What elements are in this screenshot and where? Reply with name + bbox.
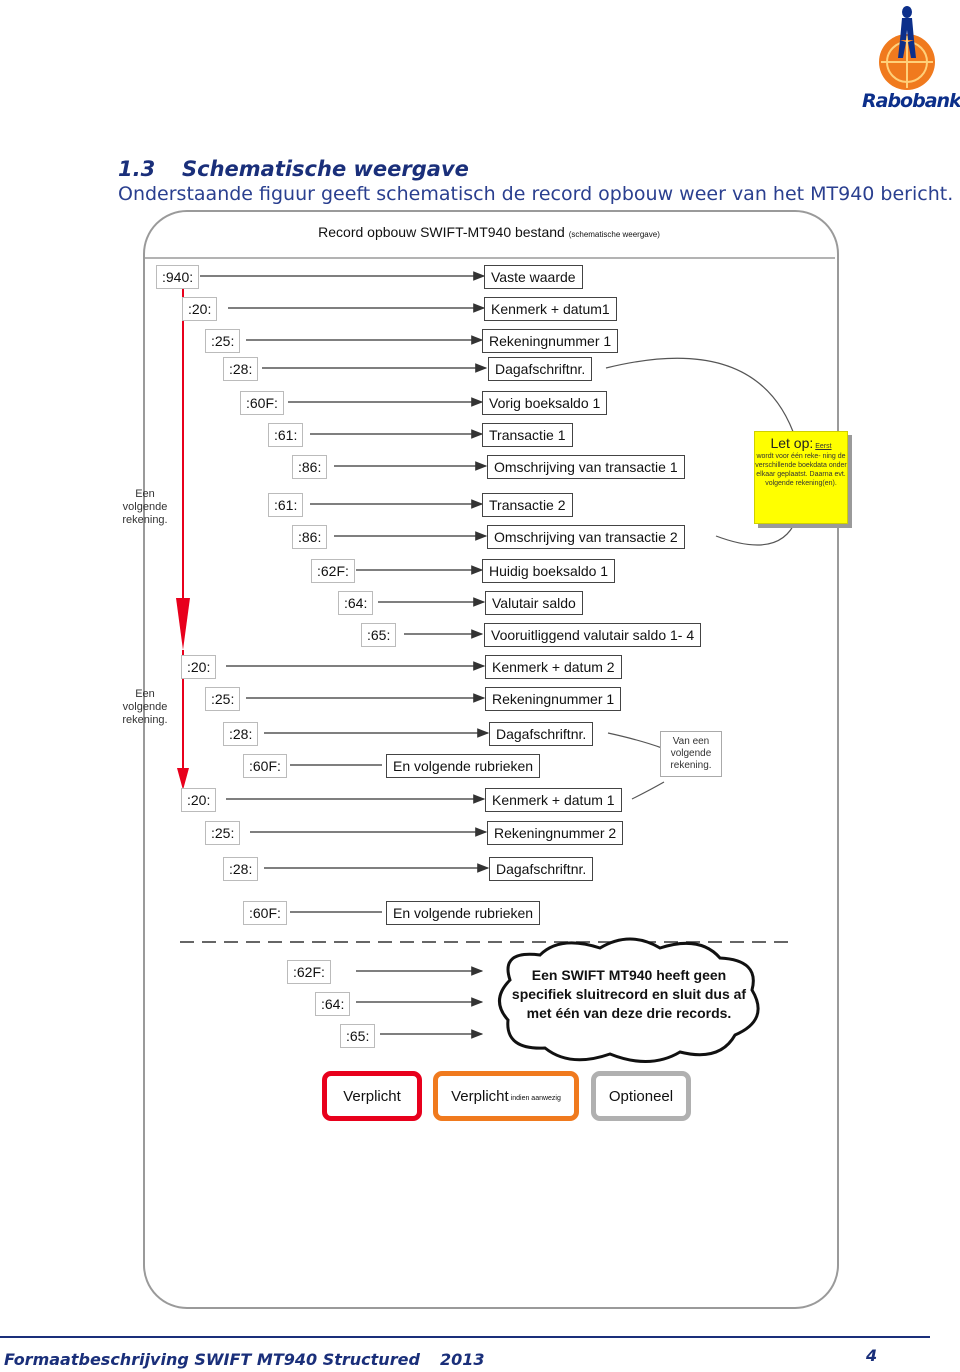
closing-tag-64: :64: [315, 992, 351, 1016]
tag-20: :20: [182, 297, 218, 321]
field-kenmerk-datum1: Kenmerk + datum1 [484, 297, 617, 321]
legend-conditional-note: indien aanwezig [510, 1095, 561, 1102]
field-kenmerk-datum2: Kenmerk + datum 2 [485, 655, 622, 679]
tag-28: :28: [223, 357, 259, 381]
section-number: 1.3 [118, 157, 156, 181]
tag-25: :25: [205, 329, 241, 353]
footer-rule [0, 1336, 930, 1338]
tag-61-second: :61: [268, 493, 304, 517]
tag-25-second: :25: [205, 687, 241, 711]
legend-optional-label: Optioneel [608, 1087, 674, 1105]
brand-name: Rabobank [862, 90, 960, 112]
tag-20-second: :20: [181, 655, 217, 679]
field-rekeningnummer-1: Rekeningnummer 1 [482, 329, 619, 353]
section-subtitle: Onderstaande figuur geeft schematisch de… [118, 183, 954, 205]
field-dagafschriftnr-third: Dagafschriftnr. [489, 857, 594, 881]
field-volgende-rubrieken-second: En volgende rubrieken [386, 901, 541, 925]
field-omschrijving-transactie-1: Omschrijving van transactie 1 [487, 455, 685, 479]
diagram-title-note: (schematische weergave) [568, 230, 660, 239]
footer-year: 2013 [440, 1350, 485, 1369]
legend-mandatory: Verplicht [322, 1071, 422, 1121]
tag-65: :65: [361, 623, 397, 647]
field-dagafschriftnr: Dagafschriftnr. [488, 357, 593, 381]
field-huidig-boeksaldo: Huidig boeksaldo 1 [482, 559, 616, 583]
tag-60f-third: :60F: [243, 901, 287, 925]
tag-28-third: :28: [223, 857, 259, 881]
tag-86-second: :86: [292, 525, 328, 549]
field-transactie-1: Transactie 1 [482, 423, 573, 447]
attention-note: Let op: Eerst wordt voor één reke- ning … [754, 431, 848, 524]
tag-25-third: :25: [205, 821, 241, 845]
legend-optional: Optioneel [591, 1071, 691, 1121]
section-title: Schematische weergave [182, 157, 469, 181]
rabobank-logo [879, 6, 935, 90]
field-vaste-waarde: Vaste waarde [484, 265, 583, 289]
closing-note: Een SWIFT MT940 heeft geen specifiek slu… [511, 967, 747, 1021]
field-omschrijving-transactie-2: Omschrijving van transactie 2 [487, 525, 685, 549]
section-heading: 1.3 Schematische weergave [118, 157, 469, 181]
field-vorig-boeksaldo: Vorig boeksaldo 1 [482, 391, 608, 415]
tag-20-third: :20: [181, 788, 217, 812]
note-next-account-second: Een volgende rekening. [122, 688, 168, 726]
diagram-title-text: Record opbouw SWIFT-MT940 bestand [318, 224, 565, 240]
attention-first: Eerst [815, 443, 832, 450]
note-next-account: Een volgende rekening. [122, 488, 168, 526]
page-number: 4 [866, 1346, 878, 1365]
tag-86: :86: [292, 455, 328, 479]
field-dagafschriftnr-second: Dagafschriftnr. [489, 722, 594, 746]
field-kenmerk-datum1-second: Kenmerk + datum 1 [485, 788, 622, 812]
tag-60f: :60F: [240, 391, 284, 415]
tag-62f: :62F: [311, 559, 355, 583]
field-rekeningnummer-2: Rekeningnummer 2 [487, 821, 624, 845]
closing-tag-62f: :62F: [287, 960, 331, 984]
field-valutair-saldo: Valutair saldo [485, 591, 583, 615]
tag-60f-second: :60F: [243, 754, 287, 778]
footer-title: Formaatbeschrijving SWIFT MT940 Structur… [4, 1350, 420, 1369]
field-volgende-rubrieken: En volgende rubrieken [386, 754, 541, 778]
field-transactie-2: Transactie 2 [482, 493, 573, 517]
tag-28-second: :28: [223, 722, 259, 746]
field-rekeningnummer-1-second: Rekeningnummer 1 [485, 687, 622, 711]
diagram-title: Record opbouw SWIFT-MT940 bestand (schem… [143, 224, 835, 240]
note-from-next-account: Van een volgende rekening. [660, 731, 722, 777]
attention-title: Let op: [770, 435, 814, 451]
tag-61: :61: [268, 423, 304, 447]
field-vooruitliggend-valutair-saldo: Vooruitliggend valutair saldo 1- 4 [484, 623, 702, 647]
legend-conditional-label: Verplicht [451, 1087, 509, 1105]
legend-mandatory-label: Verplicht [343, 1087, 401, 1105]
tag-64: :64: [338, 591, 374, 615]
tag-940: :940: [156, 265, 200, 289]
closing-tag-65: :65: [340, 1024, 376, 1048]
attention-text: wordt voor één reke- ning de verschillen… [755, 453, 847, 487]
